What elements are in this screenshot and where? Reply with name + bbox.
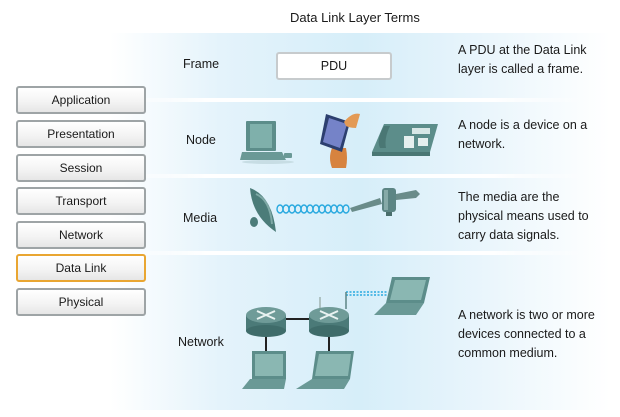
term-media: Media — [183, 211, 218, 225]
wireless-signal-icon — [346, 291, 388, 296]
description-media: The media are the physical means used to… — [458, 190, 589, 242]
layer-button-session[interactable]: Session — [16, 154, 146, 182]
row-divider — [110, 98, 590, 102]
laptop-icon — [296, 351, 354, 389]
description-network: A network is two or more devices connect… — [458, 308, 595, 360]
layer-button-transport[interactable]: Transport — [16, 187, 146, 215]
desktop-computer-icon — [240, 121, 294, 164]
term-network: Network — [178, 335, 224, 349]
antenna-icon — [350, 188, 420, 216]
laptop-icon — [242, 351, 286, 389]
ip-phone-icon — [372, 124, 438, 156]
layer-button-network[interactable]: Network — [16, 221, 146, 249]
description-node: A node is a device on a network. — [458, 118, 588, 151]
network-topology — [242, 277, 430, 389]
laptop-icon — [374, 277, 430, 315]
description-frame: A PDU at the Data Link layer is called a… — [458, 43, 587, 76]
background-band — [110, 33, 610, 410]
router-icon — [246, 307, 286, 337]
layer-button-application[interactable]: Application — [16, 86, 146, 114]
layer-button-physical[interactable]: Physical — [16, 288, 146, 316]
pda-handheld-icon — [320, 113, 360, 168]
wireless-signal-icon — [276, 204, 350, 214]
layer-button-data-link[interactable]: Data Link — [16, 254, 146, 282]
term-node: Node — [186, 133, 216, 147]
pdu-box: PDU — [276, 52, 392, 80]
term-frame: Frame — [183, 57, 220, 71]
router-icon — [309, 297, 349, 337]
layer-button-presentation[interactable]: Presentation — [16, 120, 146, 148]
row-divider — [110, 174, 590, 178]
satellite-dish-icon — [250, 188, 276, 232]
row-divider — [110, 251, 590, 255]
